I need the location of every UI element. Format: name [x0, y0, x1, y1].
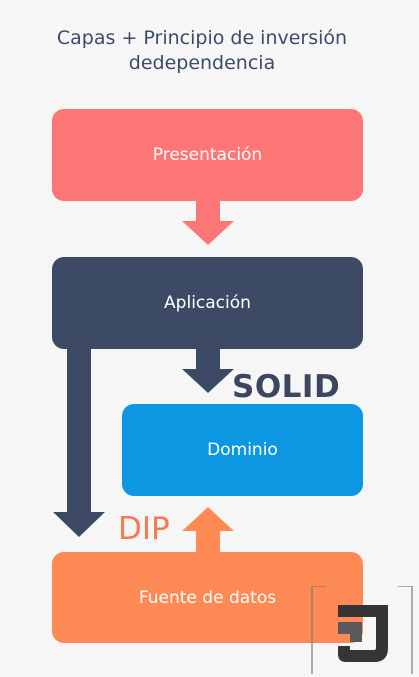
- arrow-presentation-to-application: [182, 200, 234, 245]
- diagram-title-line-1: Capas + Principio de inversión: [56, 27, 348, 49]
- dip-label: DIP: [118, 511, 170, 547]
- diagram-title-line-2: dedependencia: [128, 52, 276, 74]
- arrow-application-to-data-source: [53, 348, 105, 537]
- layer-presentation: Presentación: [52, 109, 363, 201]
- layer-domain: Dominio: [122, 404, 363, 496]
- layer-data-source: Fuente de datos: [52, 552, 363, 643]
- solid-label: SOLID: [232, 369, 341, 405]
- arrow-data-source-to-domain: [182, 507, 234, 553]
- layer-application: Aplicación: [52, 257, 363, 349]
- arrow-application-to-domain: [182, 348, 234, 393]
- j-monogram-logo-icon: [311, 586, 413, 674]
